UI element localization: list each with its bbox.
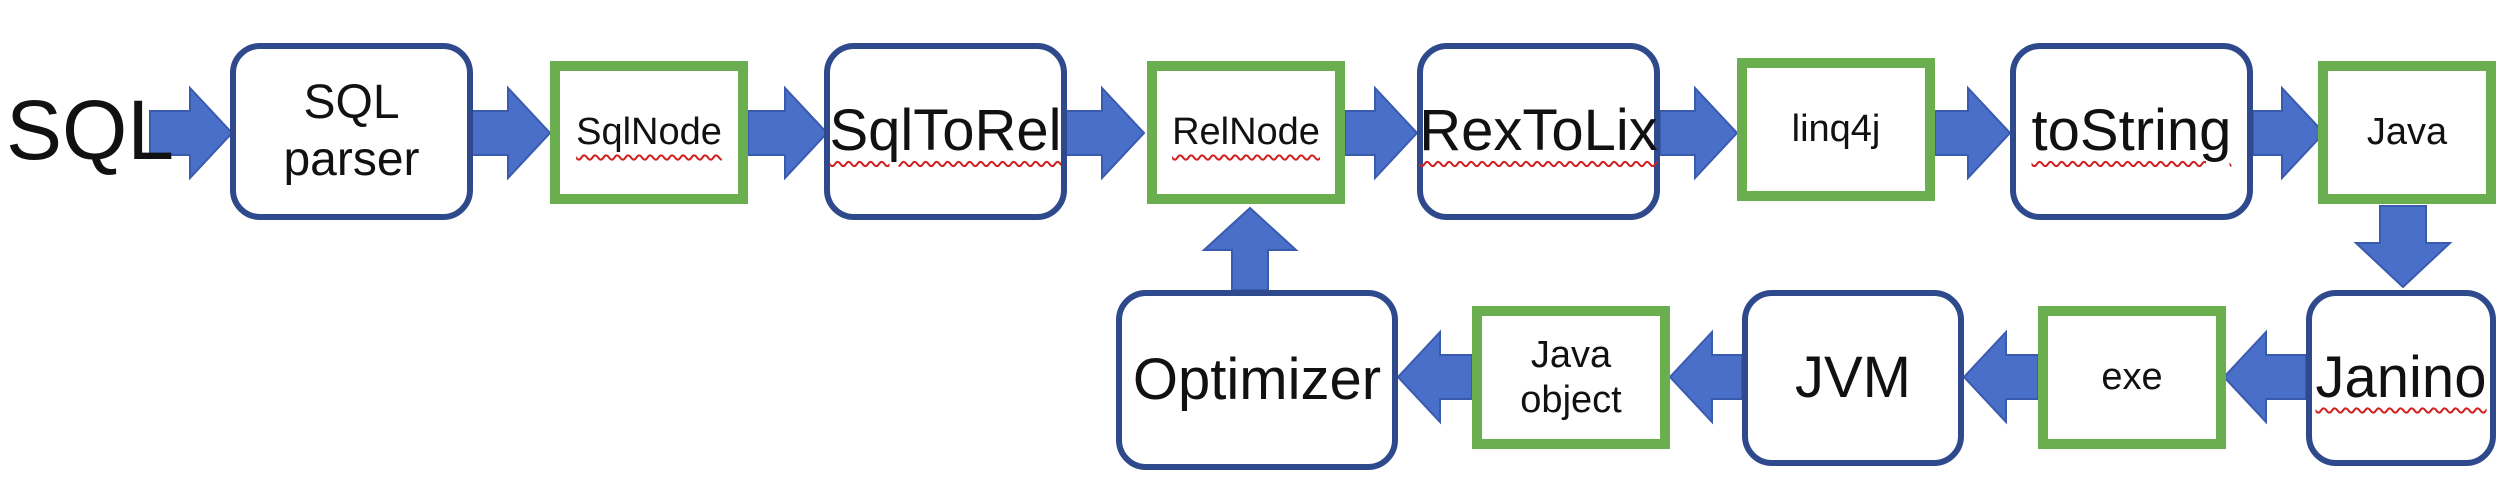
sql-parser-box: SQL parser (230, 43, 473, 220)
linq4j-label: linq4j (1791, 108, 1881, 151)
sqlnode-label: SqlNode (576, 111, 722, 154)
java-label: Java (2366, 111, 2448, 154)
arrow-linq4j-to-tostring (1934, 85, 2012, 181)
exe-box: exe (2038, 306, 2226, 449)
java-object-label: Java object (1520, 333, 1622, 421)
jvm-box: JVM (1742, 290, 1964, 466)
sql-input-label: SQL (6, 83, 175, 177)
sqltorel-label: SqlToRel (829, 98, 1062, 164)
relnode-label: RelNode (1172, 111, 1320, 154)
arrow-exe-to-jvm (1962, 329, 2039, 425)
optimizer-label: Optimizer (1132, 346, 1382, 412)
arrow-parser-to-sqlnode (470, 85, 552, 181)
rextolix-label: RexToLix (1419, 98, 1658, 164)
arrow-janino-to-exe (2222, 329, 2307, 425)
arrow-optimizer-to-relnode (1201, 206, 1299, 291)
arrow-sqltorel-to-relnode (1063, 85, 1146, 181)
arrow-sql-to-parser (149, 85, 234, 181)
rextolix-box: RexToLix (1417, 43, 1660, 220)
janino-box: Janino (2306, 290, 2496, 466)
java-box: Java (2318, 61, 2496, 204)
tostring-label: toString (2031, 98, 2232, 164)
sql-parser-label: SQL parser (283, 75, 420, 186)
arrow-jvm-to-javaobject (1668, 329, 1743, 425)
arrow-tostring-to-java (2252, 85, 2326, 181)
optimizer-box: Optimizer (1116, 290, 1398, 470)
arrow-sqlnode-to-sqltorel (747, 85, 829, 181)
tostring-box: toString (2010, 43, 2253, 220)
arrow-relnode-to-rextolix (1344, 85, 1419, 181)
arrow-java-to-janino (2353, 205, 2453, 289)
exe-label: exe (2101, 356, 2163, 399)
java-object-box: Java object (1472, 306, 1670, 449)
sqlnode-box: SqlNode (550, 61, 748, 204)
arrow-javaobject-to-optimizer (1396, 329, 1473, 425)
arrow-rextolix-to-linq4j (1659, 85, 1739, 181)
sqltorel-box: SqlToRel (824, 43, 1067, 220)
linq4j-box: linq4j (1737, 58, 1935, 201)
jvm-label: JVM (1795, 344, 1911, 410)
relnode-box: RelNode (1147, 61, 1345, 204)
janino-label: Janino (2315, 344, 2487, 410)
